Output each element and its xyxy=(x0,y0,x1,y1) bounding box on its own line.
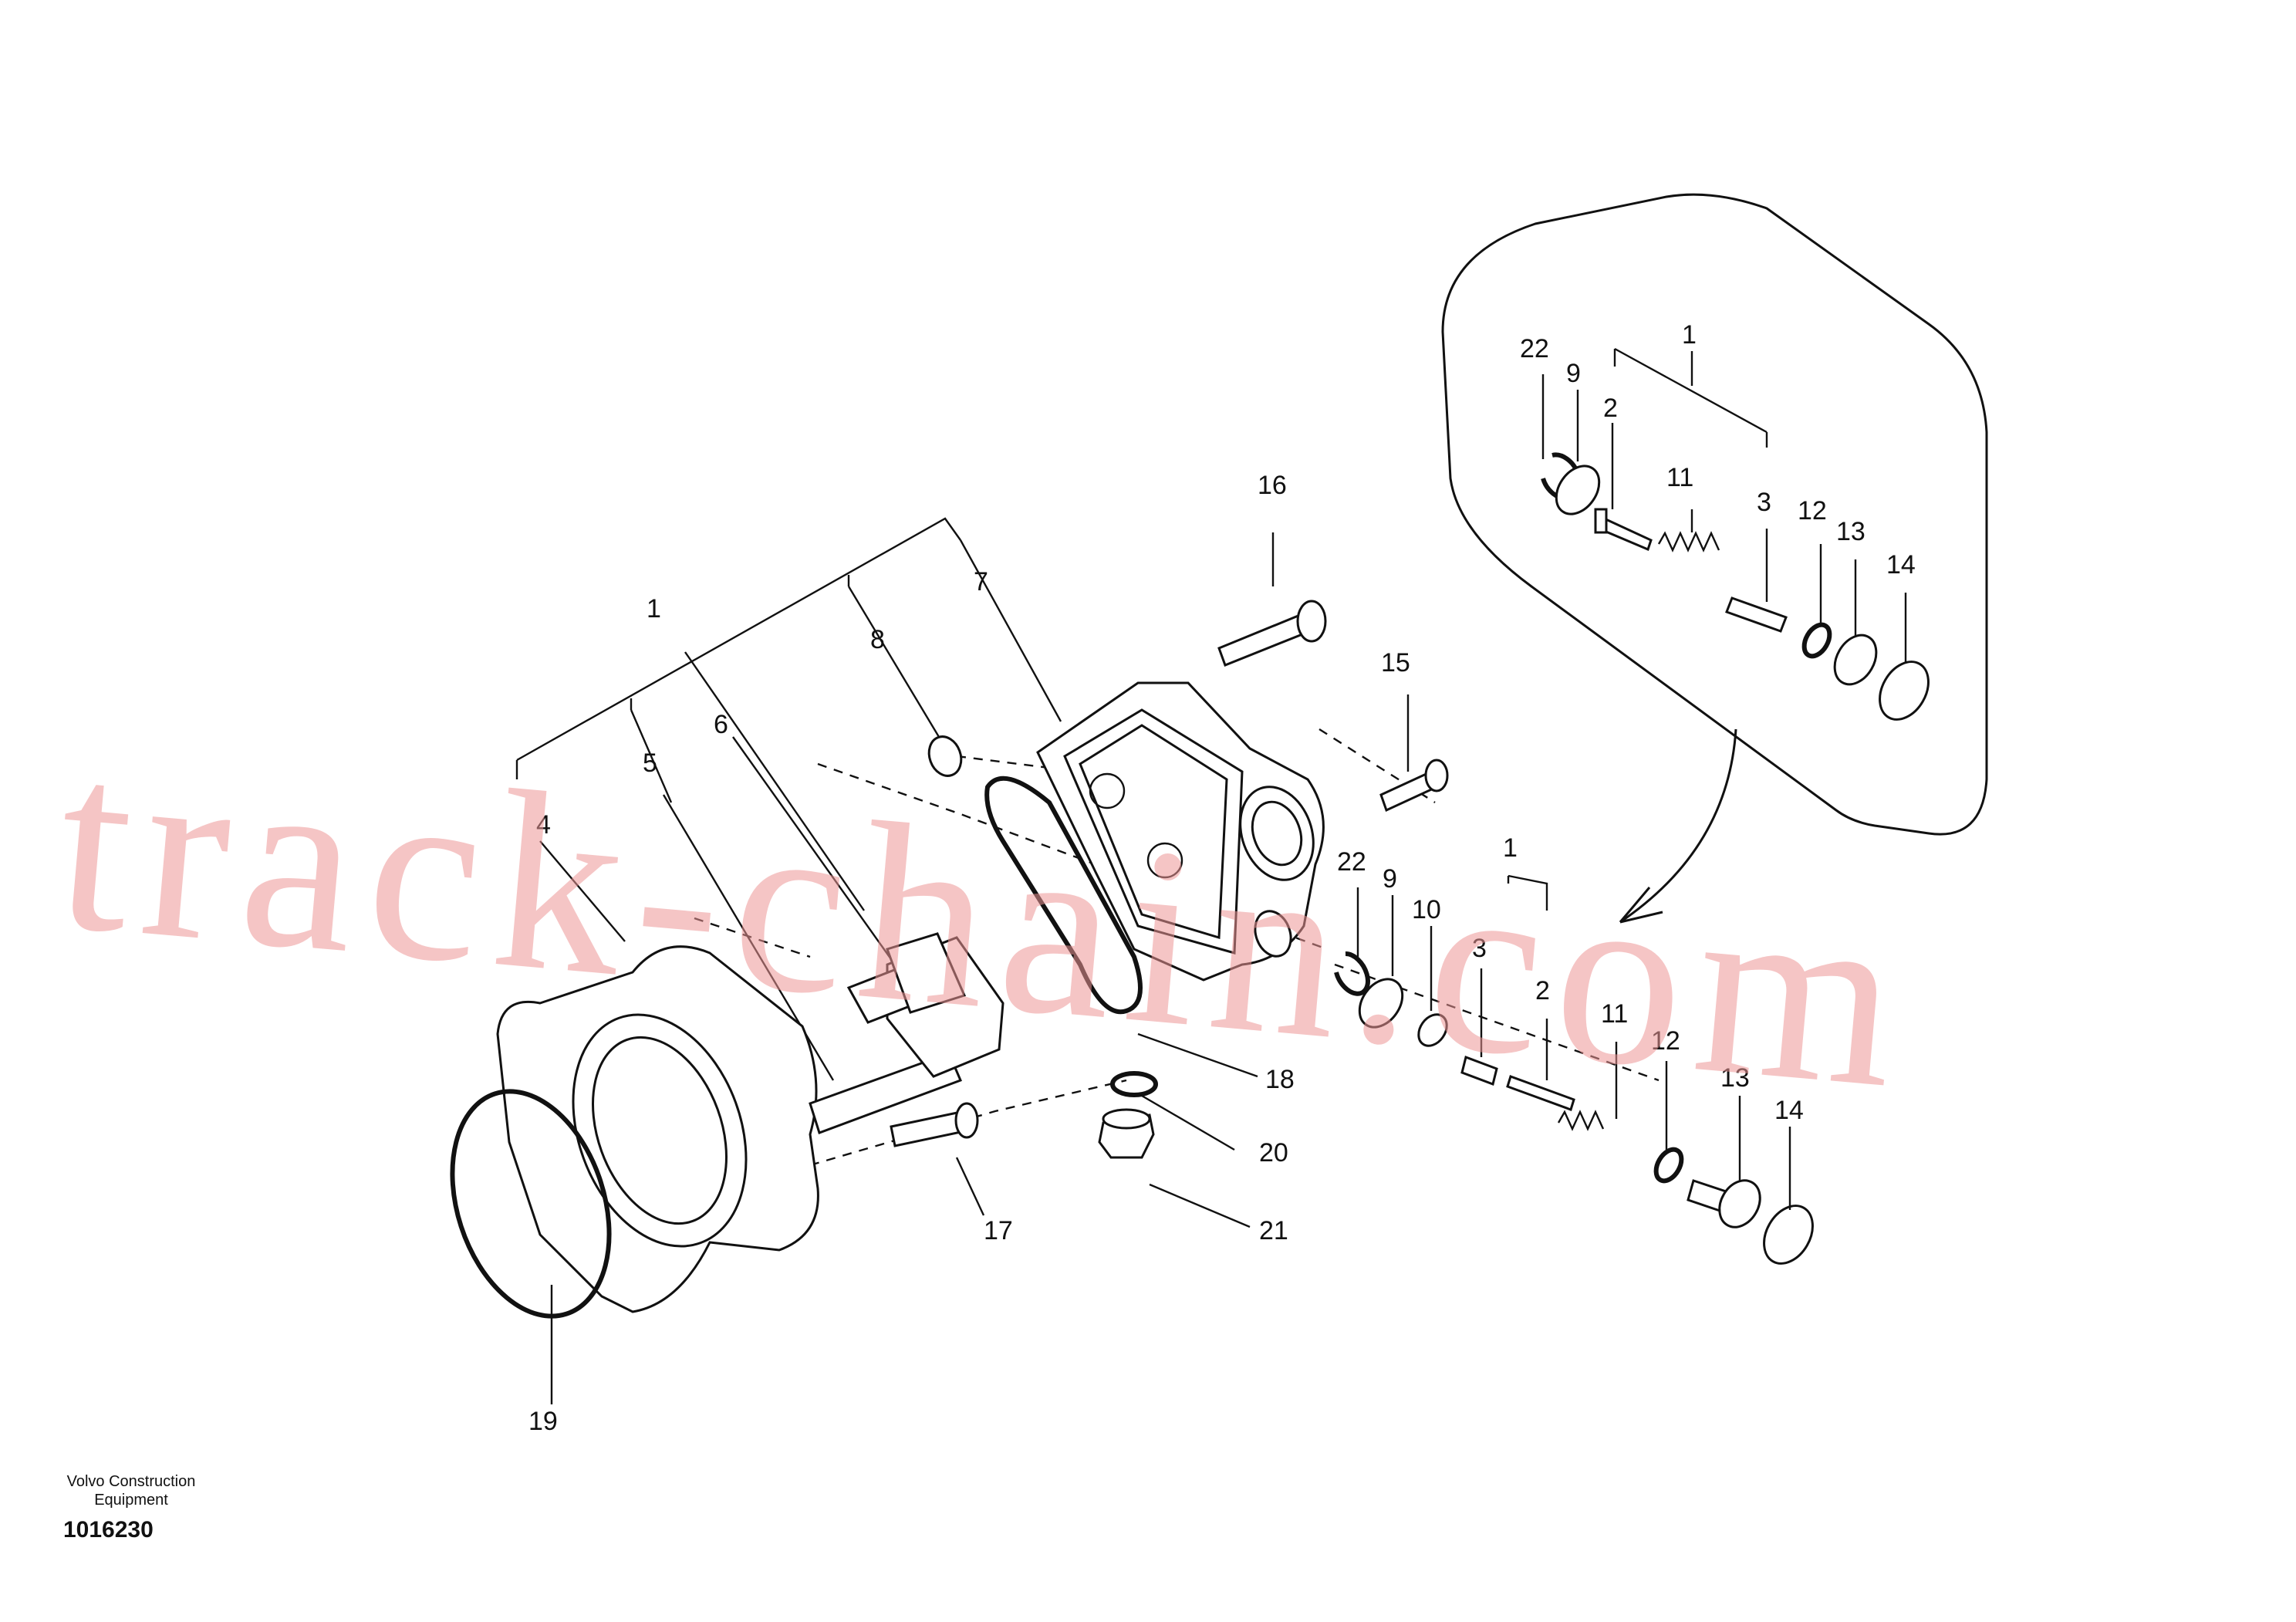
callout-12-valve: 12 xyxy=(1651,1026,1680,1056)
callout-10-valve: 10 xyxy=(1412,895,1441,924)
callout-6: 6 xyxy=(714,710,728,739)
callout-13-detail: 13 xyxy=(1836,517,1866,546)
callout-16: 16 xyxy=(1258,471,1287,500)
main-callouts: 1 7 8 6 5 4 16 15 18 20 21 17 19 xyxy=(528,471,1410,1436)
detail-inset xyxy=(1441,193,1988,924)
callout-3-detail: 3 xyxy=(1757,488,1771,517)
callout-4: 4 xyxy=(536,810,551,840)
callout-21: 21 xyxy=(1259,1216,1288,1245)
callout-22-valve: 22 xyxy=(1337,847,1366,877)
callout-8: 8 xyxy=(870,625,885,654)
callout-5: 5 xyxy=(643,748,657,778)
callout-2-detail: 2 xyxy=(1603,394,1618,423)
valve-callouts: 22 9 10 1 3 2 11 12 13 14 xyxy=(1337,833,1804,1125)
callout-9-valve: 9 xyxy=(1383,864,1397,894)
callout-1-main: 1 xyxy=(647,594,661,623)
callout-14-detail: 14 xyxy=(1886,550,1916,580)
callout-18: 18 xyxy=(1265,1065,1295,1094)
callout-17: 17 xyxy=(984,1216,1013,1245)
callout-9-detail: 9 xyxy=(1566,359,1581,388)
callout-20: 20 xyxy=(1259,1138,1288,1168)
callout-15: 15 xyxy=(1381,648,1410,678)
callout-1-valve: 1 xyxy=(1503,833,1518,863)
callout-2-valve: 2 xyxy=(1535,976,1550,1005)
callout-7: 7 xyxy=(974,567,988,596)
document-number: 1016230 xyxy=(63,1517,154,1543)
callout-19: 19 xyxy=(528,1407,558,1436)
pump-assembly xyxy=(450,517,1814,1404)
callout-22-detail: 22 xyxy=(1520,334,1549,363)
callout-13-valve: 13 xyxy=(1720,1063,1750,1093)
detail-callouts: 22 9 1 2 11 3 12 13 14 xyxy=(1520,320,1916,580)
callout-11-valve: 11 xyxy=(1601,999,1628,1029)
callout-3-valve: 3 xyxy=(1472,934,1487,963)
callout-12-detail: 12 xyxy=(1798,496,1827,525)
company-caption: Volvo Construction Equipment xyxy=(66,1473,196,1509)
callout-1-detail: 1 xyxy=(1682,320,1697,350)
callout-11-detail: 11 xyxy=(1666,463,1693,492)
callout-14-valve: 14 xyxy=(1774,1096,1804,1125)
